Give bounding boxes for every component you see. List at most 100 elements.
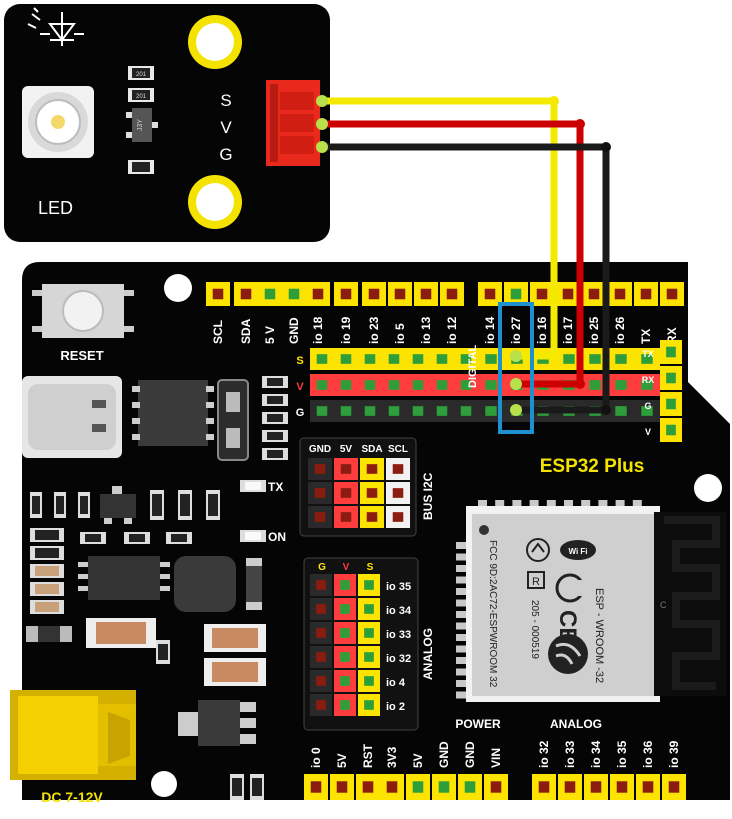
digital-header-pin[interactable] — [358, 348, 382, 370]
digital-header-pin[interactable] — [382, 400, 406, 422]
analog-bottom-header-pin[interactable] — [636, 774, 660, 800]
uart-header-pin[interactable] — [660, 340, 682, 364]
uart-header-pin[interactable] — [660, 366, 682, 390]
digital-header-pin[interactable] — [310, 374, 334, 396]
top-header-pin[interactable] — [660, 282, 684, 306]
i2c-header-pin[interactable] — [308, 458, 332, 480]
digital-header-pin[interactable] — [382, 348, 406, 370]
top-header-pin[interactable] — [362, 282, 386, 306]
analog-header-pin[interactable] — [358, 598, 380, 620]
analog-bottom-header-pin[interactable] — [662, 774, 686, 800]
top-header-pin[interactable] — [234, 282, 258, 306]
top-header-pin[interactable] — [556, 282, 580, 306]
digital-header-pin[interactable] — [430, 400, 454, 422]
digital-header-pin[interactable] — [310, 400, 334, 422]
top-header-pin[interactable] — [582, 282, 606, 306]
top-header-pin[interactable] — [608, 282, 632, 306]
digital-header-pin[interactable] — [634, 400, 660, 422]
i2c-header-pin[interactable] — [308, 482, 332, 504]
digital-header-pin[interactable] — [334, 348, 358, 370]
digital-header-pin[interactable] — [634, 348, 660, 370]
digital-header-pin[interactable] — [634, 374, 660, 396]
i2c-header-pin[interactable] — [360, 506, 384, 528]
top-header-pin[interactable] — [334, 282, 358, 306]
top-header-pin[interactable] — [388, 282, 412, 306]
digital-header-pin[interactable] — [334, 374, 358, 396]
digital-header-pin[interactable] — [608, 374, 634, 396]
i2c-header-pin[interactable] — [334, 482, 358, 504]
digital-header-pin[interactable] — [478, 348, 504, 370]
digital-header-pin[interactable] — [608, 400, 634, 422]
power-header-pin[interactable] — [484, 774, 508, 800]
i2c-header-pin[interactable] — [360, 458, 384, 480]
digital-header-pin[interactable] — [406, 348, 430, 370]
analog-header-pin[interactable] — [334, 574, 356, 596]
power-header-pin[interactable] — [432, 774, 456, 800]
analog-header-pin[interactable] — [358, 574, 380, 596]
analog-header-pin[interactable] — [334, 646, 356, 668]
power-header-pin[interactable] — [406, 774, 430, 800]
i2c-header-pin[interactable] — [334, 506, 358, 528]
power-header-pin[interactable] — [304, 774, 328, 800]
power-header-pin[interactable] — [356, 774, 380, 800]
uart-header-pin[interactable] — [660, 418, 682, 442]
uart-header-pin[interactable] — [660, 392, 682, 416]
power-header-pin[interactable] — [380, 774, 404, 800]
analog-header-pin[interactable] — [310, 694, 332, 716]
analog-header-pin[interactable] — [358, 622, 380, 644]
uart-pin-label: V — [645, 427, 651, 437]
power-header-pin[interactable] — [458, 774, 482, 800]
top-header-pin[interactable] — [440, 282, 464, 306]
analog-header-pin[interactable] — [310, 646, 332, 668]
digital-header-pin[interactable] — [478, 374, 504, 396]
analog-header-pin[interactable] — [334, 670, 356, 692]
i2c-header-pin[interactable] — [334, 458, 358, 480]
digital-header-pin[interactable] — [454, 348, 478, 370]
analog-header-pin[interactable] — [310, 598, 332, 620]
analog-bottom-header-pin[interactable] — [610, 774, 634, 800]
i2c-header-pin[interactable] — [386, 482, 410, 504]
analog-header-pin[interactable] — [358, 694, 380, 716]
i2c-header-pin[interactable] — [360, 482, 384, 504]
power-label: POWER — [455, 717, 501, 731]
digital-header-pin[interactable] — [454, 400, 478, 422]
i2c-header-pin[interactable] — [308, 506, 332, 528]
top-header-pin[interactable] — [258, 282, 282, 306]
digital-header-pin[interactable] — [430, 374, 454, 396]
digital-header-pin[interactable] — [334, 400, 358, 422]
digital-header-pin[interactable] — [608, 348, 634, 370]
top-header-pin[interactable] — [206, 282, 230, 306]
digital-header-pin[interactable] — [478, 400, 504, 422]
digital-header-pin[interactable] — [582, 374, 608, 396]
digital-header-pin[interactable] — [406, 374, 430, 396]
digital-header-pin[interactable] — [556, 348, 582, 370]
analog-header-pin[interactable] — [334, 622, 356, 644]
digital-header-pin[interactable] — [430, 348, 454, 370]
digital-header-pin[interactable] — [358, 400, 382, 422]
top-header-pin[interactable] — [414, 282, 438, 306]
analog-bottom-header-pin[interactable] — [584, 774, 608, 800]
digital-header-pin[interactable] — [406, 400, 430, 422]
digital-header-pin[interactable] — [582, 348, 608, 370]
digital-header-pin[interactable] — [454, 374, 478, 396]
analog-header-pin[interactable] — [310, 574, 332, 596]
analog-header-pin[interactable] — [358, 670, 380, 692]
digital-header-pin[interactable] — [310, 348, 334, 370]
analog-bottom-header-pin[interactable] — [558, 774, 582, 800]
digital-header-pin[interactable] — [382, 374, 406, 396]
analog-header-pin[interactable] — [334, 598, 356, 620]
top-header-pin[interactable] — [306, 282, 330, 306]
analog-bottom-header-pin[interactable] — [532, 774, 556, 800]
top-header-pin[interactable] — [634, 282, 658, 306]
reset-button[interactable] — [32, 284, 134, 338]
digital-header-pin[interactable] — [358, 374, 382, 396]
power-header-pin[interactable] — [330, 774, 354, 800]
analog-header-pin[interactable] — [334, 694, 356, 716]
i2c-header-pin[interactable] — [386, 458, 410, 480]
top-header-pin[interactable] — [282, 282, 306, 306]
analog-header-pin[interactable] — [310, 670, 332, 692]
analog-header-pin[interactable] — [358, 646, 380, 668]
i2c-header-pin[interactable] — [386, 506, 410, 528]
analog-header-pin[interactable] — [310, 622, 332, 644]
